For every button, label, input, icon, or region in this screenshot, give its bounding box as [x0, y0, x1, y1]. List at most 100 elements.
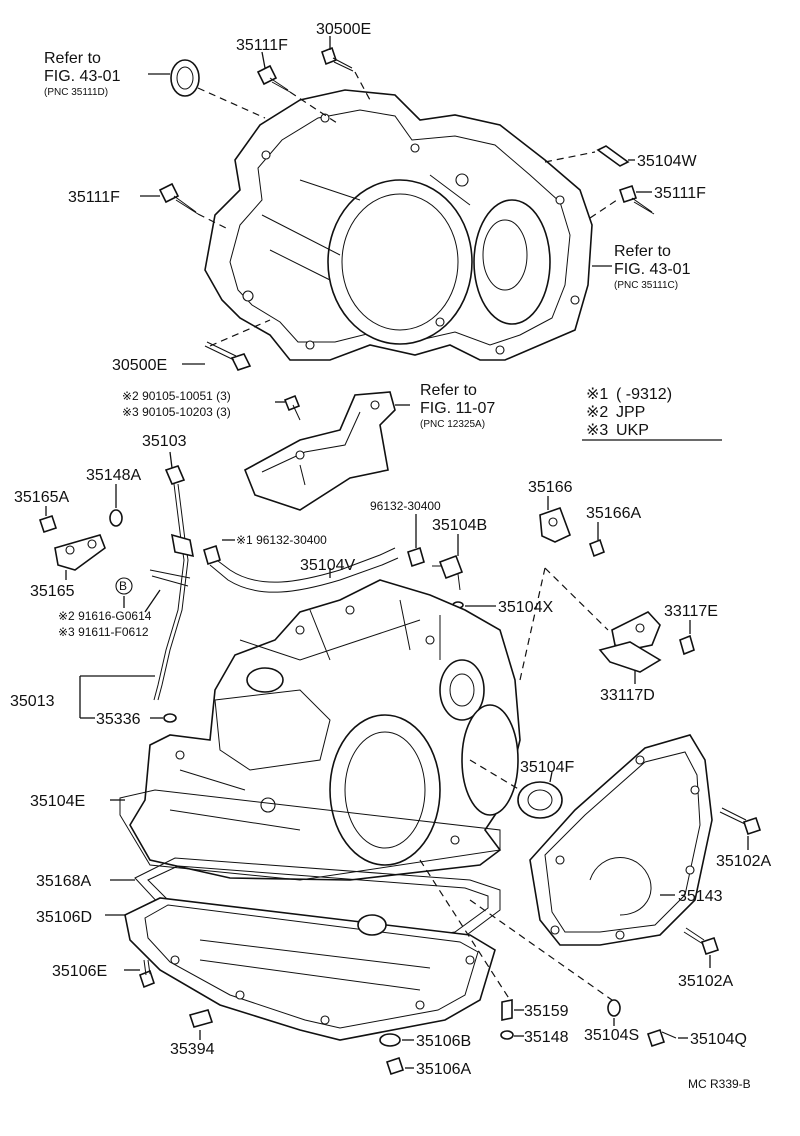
- label-text: Refer to: [420, 382, 477, 399]
- bolt-30500e-bottom: [204, 341, 252, 371]
- transmission-case: [119, 579, 521, 881]
- plug-35106b: [379, 1033, 401, 1047]
- bolt-33117e: [679, 634, 695, 656]
- label-35166a: 35166A: [586, 505, 641, 522]
- label-35104f: 35104F: [520, 759, 574, 776]
- label-35104x: 35104X: [498, 599, 553, 616]
- magnet-35394: [188, 1009, 214, 1028]
- label-35104s: 35104S: [584, 1027, 639, 1044]
- label-35013: 35013: [10, 693, 55, 710]
- union-35104b: [432, 554, 464, 591]
- label-text: Refer to: [614, 243, 671, 260]
- label-96132-30400-b: 96132-30400: [370, 499, 441, 513]
- bolt-35106a: [385, 1056, 405, 1076]
- diagram-code: MC R339-B: [688, 1077, 751, 1091]
- label-text: ※3: [586, 422, 608, 439]
- label-30500e-top: 30500E: [316, 21, 371, 38]
- bolt-35102a-bottom: [683, 927, 720, 956]
- label-text: ※2: [586, 404, 608, 421]
- mounting-bracket: [243, 391, 396, 511]
- label-33117e: 33117E: [664, 603, 718, 620]
- label-35168a: 35168A: [36, 873, 91, 890]
- label-text: Refer to: [44, 50, 101, 67]
- clamp-96132-b: [407, 546, 425, 568]
- hose-35104v: [209, 547, 399, 593]
- sensor-35166: [539, 506, 572, 543]
- label-35106a: 35106A: [416, 1061, 471, 1078]
- label-35111f-left: 35111F: [68, 189, 120, 206]
- label-b: B: [119, 579, 127, 593]
- label-35394: 35394: [170, 1041, 215, 1058]
- label-text: (PNC 35111C): [614, 280, 678, 291]
- oring-35336: [163, 713, 177, 723]
- oring-35104s: [607, 999, 621, 1017]
- label-35106b: 35106B: [416, 1033, 471, 1050]
- label-text: ( -9312): [616, 386, 672, 403]
- label-35336: 35336: [96, 711, 141, 728]
- legend: ※1 ( -9312) ※2 JPP ※3 UKP: [586, 386, 672, 439]
- bolt-90105: [283, 394, 301, 421]
- label-33117d: 33117D: [600, 687, 655, 704]
- oil-seal-35104f: [517, 781, 563, 819]
- label-35111f-right: 35111F: [654, 185, 706, 202]
- label-35165a: 35165A: [14, 489, 69, 506]
- label-35102a-bottom: 35102A: [678, 973, 733, 990]
- plug-35104q: [646, 1028, 677, 1048]
- label-35166: 35166: [528, 479, 573, 496]
- oring-35148a: [109, 509, 123, 527]
- bolt-35102a-top: [719, 807, 762, 836]
- label-35165: 35165: [30, 583, 75, 600]
- bolt-35111f-top: [256, 64, 291, 93]
- label-91611-f0612: ※3 91611-F0612: [58, 625, 149, 639]
- label-text: (PNC 35111D): [44, 87, 108, 98]
- label-30500e-bottom: 30500E: [112, 357, 167, 374]
- clip-35165: [54, 534, 106, 571]
- oil-pan-35106d: [124, 897, 496, 1041]
- label-text: ※1: [586, 386, 608, 403]
- dipstick-assembly: [149, 465, 195, 701]
- label-35106d: 35106D: [36, 909, 92, 926]
- pin-35104w: [596, 145, 630, 167]
- label-35102a-top: 35102A: [716, 853, 771, 870]
- clip-b-circle: [115, 577, 133, 595]
- sleeve-35159: [501, 999, 513, 1021]
- bolt-35111f-left: [158, 182, 199, 215]
- sensor-33117d: [598, 611, 662, 673]
- bolt-35106e: [139, 959, 155, 989]
- oring-35148: [500, 1030, 514, 1040]
- label-96132-30400-a: ※1 96132-30400: [236, 533, 327, 547]
- label-text: FIG. 11-07: [420, 400, 495, 417]
- reference-labels: Refer to FIG. 43-01 (PNC 35111D) Refer t…: [44, 50, 691, 430]
- label-35143: 35143: [678, 888, 723, 905]
- label-35148: 35148: [524, 1029, 569, 1046]
- part-number-labels: 35111F 30500E 35104W 35111F 35111F 30500…: [10, 21, 771, 1078]
- label-35103: 35103: [142, 433, 187, 450]
- label-35104w: 35104W: [637, 153, 697, 170]
- label-35104v: 35104V: [300, 557, 355, 574]
- label-35104e: 35104E: [30, 793, 85, 810]
- bolt-35111f-right: [618, 184, 655, 215]
- label-text: FIG. 43-01: [44, 68, 121, 85]
- side-cover-35143: [529, 734, 713, 946]
- bolt-30500e-top: [321, 46, 354, 72]
- label-35159: 35159: [524, 1003, 569, 1020]
- label-35111f-top: 35111F: [236, 37, 288, 54]
- bolt-35166a: [589, 538, 605, 558]
- label-text: UKP: [616, 422, 649, 439]
- transaxle-housing: [204, 89, 593, 361]
- label-text: (PNC 12325A): [420, 419, 485, 430]
- label-text: FIG. 43-01: [614, 261, 691, 278]
- label-35106e: 35106E: [52, 963, 107, 980]
- oil-seal-top: [170, 59, 200, 97]
- label-90105-10051: ※2 90105-10051 (3): [122, 389, 231, 403]
- clamp-96132-a: [203, 544, 221, 566]
- label-90105-10203: ※3 90105-10203 (3): [122, 405, 231, 419]
- label-91616-g0614: ※2 91616-G0614: [58, 609, 152, 623]
- bolt-35165a: [38, 514, 58, 534]
- label-35148a: 35148A: [86, 467, 141, 484]
- label-text: JPP: [616, 404, 645, 421]
- label-35104b: 35104B: [432, 517, 487, 534]
- label-35104q: 35104Q: [690, 1031, 747, 1048]
